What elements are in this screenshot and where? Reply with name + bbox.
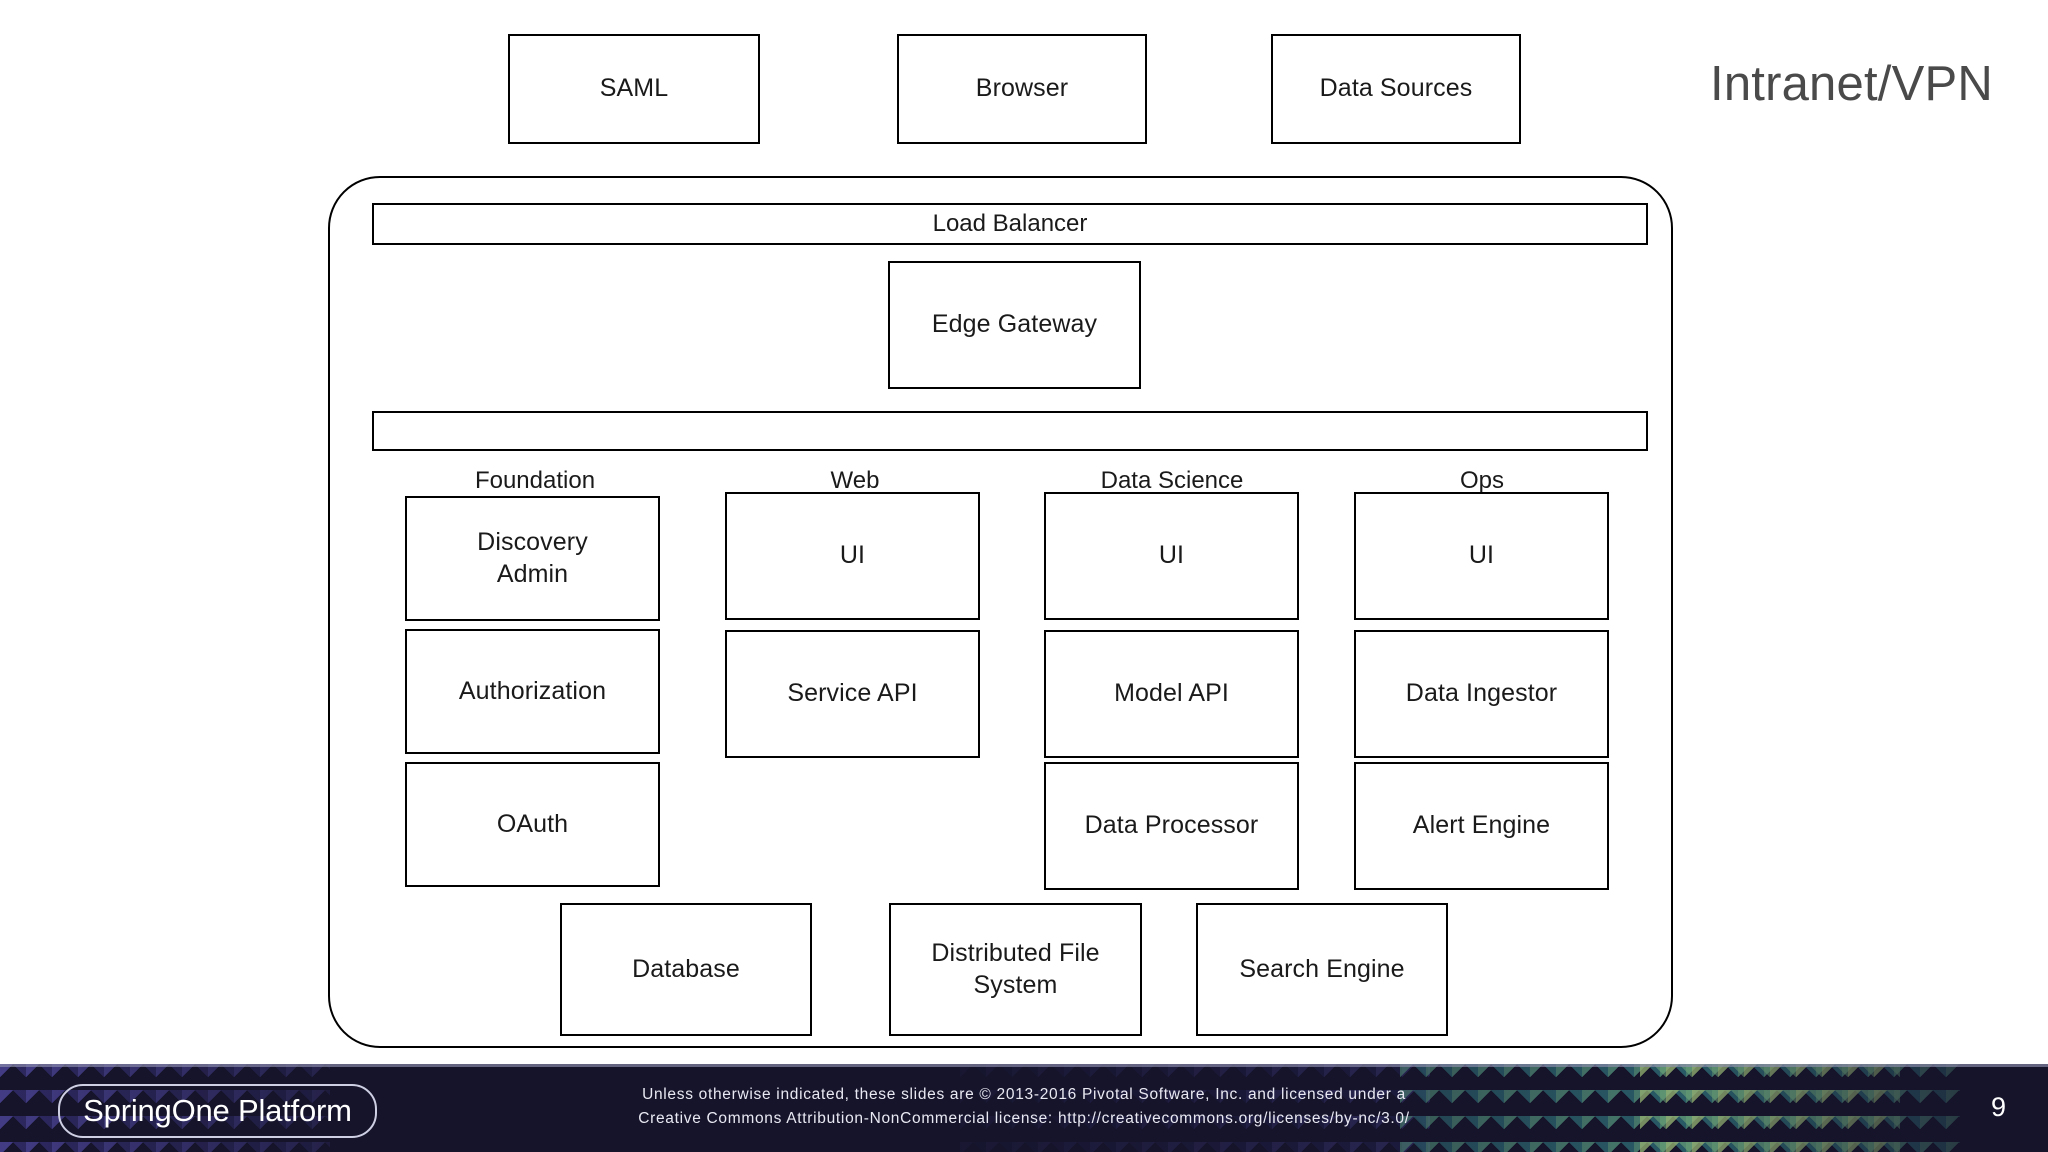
service-box-data-ingestor: Data Ingestor — [1354, 630, 1609, 758]
springone-platform-logo: SpringOne Platform — [58, 1084, 377, 1138]
column-header-data-science: Data Science — [1100, 467, 1244, 494]
service-box-authorization: Authorization — [405, 629, 660, 754]
storage-box-search-engine: Search Engine — [1196, 903, 1448, 1036]
service-bus-bar — [372, 411, 1648, 451]
license-line-1: Unless otherwise indicated, these slides… — [642, 1086, 1406, 1103]
column-header-web: Web — [830, 467, 880, 494]
service-box-ops-ui: UI — [1354, 492, 1609, 620]
actor-box-saml: SAML — [508, 34, 760, 144]
load-balancer-bar: Load Balancer — [372, 203, 1648, 245]
service-box-data-processor: Data Processor — [1044, 762, 1299, 890]
service-box-model-api: Model API — [1044, 630, 1299, 758]
license-line-2: Creative Commons Attribution-NonCommerci… — [638, 1110, 1410, 1128]
footer-divider — [0, 1064, 2048, 1067]
slide-footer: SpringOne Platform Unless otherwise indi… — [0, 1064, 2048, 1152]
platform-boundary — [328, 176, 1673, 1048]
service-box-alert-engine: Alert Engine — [1354, 762, 1609, 890]
actor-box-data-sources: Data Sources — [1271, 34, 1521, 144]
license-notice: Unless otherwise indicated, these slides… — [0, 1083, 2048, 1131]
service-box-data-science-ui: UI — [1044, 492, 1299, 620]
service-box-service-api: Service API — [725, 630, 980, 758]
service-box-oauth: OAuth — [405, 762, 660, 887]
service-box-discovery-admin: Discovery Admin — [405, 496, 660, 621]
logo-text: SpringOne Platform — [83, 1093, 352, 1128]
page-title: Intranet/VPN — [1710, 57, 1993, 111]
actor-box-browser: Browser — [897, 34, 1147, 144]
storage-box-database: Database — [560, 903, 812, 1036]
column-header-ops: Ops — [1459, 467, 1505, 494]
service-box-web-ui: UI — [725, 492, 980, 620]
storage-box-distributed-file-system: Distributed File System — [889, 903, 1142, 1036]
column-header-foundation: Foundation — [474, 467, 596, 494]
page-number: 9 — [1990, 1092, 2006, 1122]
edge-gateway-box: Edge Gateway — [888, 261, 1141, 389]
